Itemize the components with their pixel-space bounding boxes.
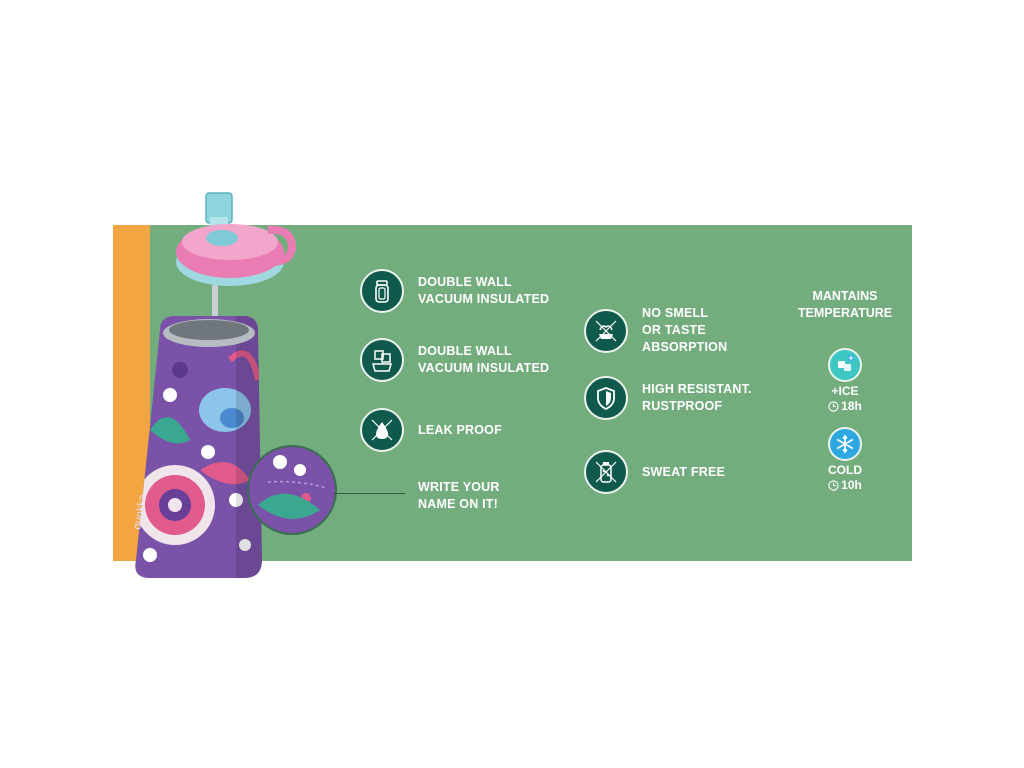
droplet-crossed-icon — [360, 408, 404, 452]
ice-time: 18h — [841, 399, 862, 413]
no-sweat-icon — [584, 450, 628, 494]
feature-rustproof: HIGH RESISTANT. RUSTPROOF — [584, 376, 752, 420]
ice-duration: 18h — [828, 399, 862, 414]
feature-label: WRITE YOUR NAME ON IT! — [418, 480, 500, 511]
clock-icon — [828, 480, 839, 491]
shield-icon — [584, 376, 628, 420]
feature-no-smell: NO SMELL OR TASTE ABSORPTION — [584, 305, 727, 356]
feature-double-wall-2: DOUBLE WALL VACUUM INSULATED — [360, 338, 549, 382]
temp-ice: +ICE 18h — [800, 348, 890, 416]
cold-time: 10h — [841, 478, 862, 492]
cold-duration: 10h — [828, 478, 862, 493]
feature-label: SWEAT FREE — [642, 464, 726, 479]
ice-icon — [828, 348, 862, 382]
feature-double-wall-1: DOUBLE WALL VACUUM INSULATED — [360, 269, 549, 313]
temp-cold: COLD 10h — [800, 427, 890, 495]
temperature-title: MANTAINS TEMPERATURE — [797, 289, 893, 320]
feature-leak-proof: LEAK PROOF — [360, 408, 502, 452]
ice-cubes-icon — [360, 338, 404, 382]
name-connector-line — [333, 493, 405, 494]
feature-label: NO SMELL OR TASTE ABSORPTION — [642, 306, 728, 354]
feature-sweat-free: SWEAT FREE — [584, 450, 725, 494]
feature-label: HIGH RESISTANT. RUSTPROOF — [642, 382, 752, 413]
cold-label: COLD — [828, 463, 862, 477]
ice-label: +ICE — [831, 384, 859, 398]
no-smell-icon — [584, 308, 628, 353]
clock-icon — [828, 401, 839, 412]
feature-write-name: WRITE YOUR NAME ON IT! — [360, 479, 500, 513]
feature-label: DOUBLE WALL VACUUM INSULATED — [418, 275, 550, 306]
snowflake-icon — [828, 427, 862, 461]
bottle-icon — [360, 269, 404, 313]
feature-label: DOUBLE WALL VACUUM INSULATED — [418, 344, 550, 375]
feature-label: LEAK PROOF — [418, 422, 502, 437]
